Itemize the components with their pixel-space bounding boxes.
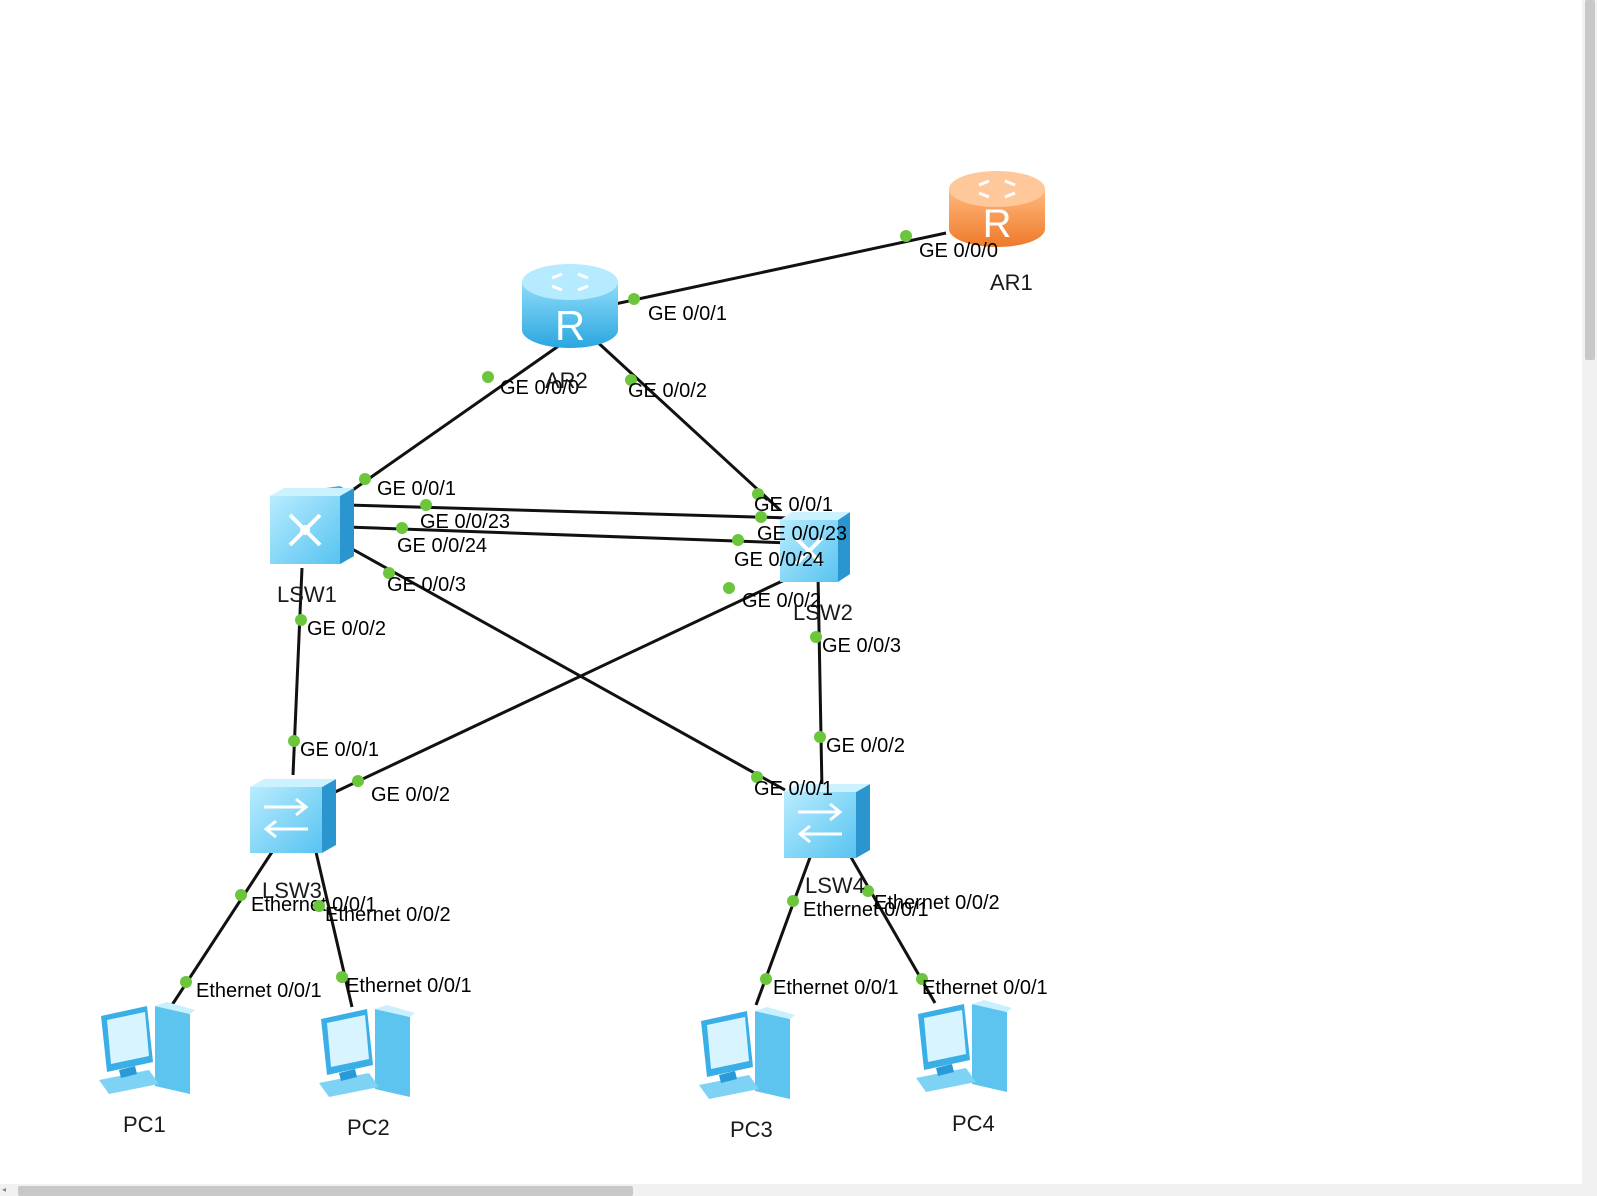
scroll-left-arrow-icon[interactable]: ◂ bbox=[2, 1185, 7, 1194]
port-label-lsw3: Ethernet 0/0/2 bbox=[325, 904, 451, 926]
port-dot-lsw3[interactable] bbox=[313, 900, 325, 912]
port-dot-pc2[interactable] bbox=[336, 971, 348, 983]
device-label-pc1: PC1 bbox=[123, 1112, 166, 1137]
device-labels-layer: AR1 AR2 LSW1 LSW2 LSW3 LSW4 PC1 PC2 PC3 … bbox=[123, 270, 1033, 1142]
port-dot-lsw2[interactable] bbox=[755, 511, 767, 523]
port-label-lsw4: GE 0/0/1 bbox=[754, 778, 833, 800]
device-label-lsw3: LSW3 bbox=[262, 878, 322, 903]
port-dot-lsw4[interactable] bbox=[751, 771, 763, 783]
pc-icon-pc2[interactable] bbox=[319, 1005, 415, 1097]
pc-icon-pc3[interactable] bbox=[699, 1007, 795, 1099]
link-lsw1-lsw2[interactable] bbox=[346, 503, 791, 520]
port-dot-ar2[interactable] bbox=[625, 374, 637, 386]
port-dot-pc1[interactable] bbox=[180, 976, 192, 988]
port-label-lsw1: GE 0/0/3 bbox=[387, 574, 466, 596]
port-dot-lsw3[interactable] bbox=[288, 735, 300, 747]
device-label-ar2: AR2 bbox=[545, 368, 588, 393]
svg-text:R: R bbox=[983, 202, 1012, 246]
device-label-lsw2: LSW2 bbox=[793, 600, 853, 625]
port-dot-lsw4[interactable] bbox=[787, 895, 799, 907]
switch-icon-lsw1[interactable] bbox=[270, 486, 354, 564]
port-label-lsw1: GE 0/0/2 bbox=[307, 618, 386, 640]
port-dot-lsw2[interactable] bbox=[723, 582, 735, 594]
port-dot-ar2[interactable] bbox=[482, 371, 494, 383]
link-lsw2-lsw4[interactable] bbox=[816, 574, 824, 791]
port-dot-lsw1[interactable] bbox=[295, 614, 307, 626]
svg-text:R: R bbox=[555, 302, 585, 349]
port-label-lsw3: GE 0/0/1 bbox=[300, 739, 379, 761]
port-dot-lsw2[interactable] bbox=[752, 488, 764, 500]
router-icon-ar1[interactable]: R bbox=[949, 171, 1045, 247]
device-label-pc4: PC4 bbox=[952, 1111, 995, 1136]
link-ar2-lsw2[interactable] bbox=[591, 336, 782, 512]
link-ar2-lsw1[interactable] bbox=[346, 336, 571, 496]
port-dot-lsw1[interactable] bbox=[359, 473, 371, 485]
port-label-ar2: GE 0/0/2 bbox=[628, 380, 707, 402]
horizontal-scrollbar-thumb[interactable] bbox=[18, 1186, 633, 1196]
link-lsw2-lsw3[interactable] bbox=[332, 573, 796, 795]
pc-icon-pc1[interactable] bbox=[99, 1002, 195, 1094]
port-label-pc2: Ethernet 0/0/1 bbox=[346, 975, 472, 997]
device-label-lsw1: LSW1 bbox=[277, 582, 337, 607]
port-dot-lsw1[interactable] bbox=[420, 499, 432, 511]
device-label-pc2: PC2 bbox=[347, 1115, 390, 1140]
port-dot-lsw2[interactable] bbox=[732, 534, 744, 546]
port-label-lsw2: GE 0/0/2 bbox=[742, 590, 821, 612]
link-lsw1-lsw4[interactable] bbox=[344, 543, 786, 792]
port-label-lsw2: GE 0/0/24 bbox=[734, 549, 824, 571]
port-labels-layer: GE 0/0/0 GE 0/0/1 GE 0/0/0 GE 0/0/1 GE 0/0/2… bbox=[180, 230, 1048, 1002]
port-label-ar1: GE 0/0/0 bbox=[919, 240, 998, 262]
port-dot-lsw3[interactable] bbox=[352, 775, 364, 787]
switch-icon-lsw4[interactable] bbox=[784, 784, 870, 858]
port-label-lsw2: GE 0/0/23 bbox=[757, 523, 847, 545]
port-dot-lsw4[interactable] bbox=[862, 885, 874, 897]
port-label-pc1: Ethernet 0/0/1 bbox=[196, 980, 322, 1002]
device-label-lsw4: LSW4 bbox=[805, 873, 865, 898]
port-dot-lsw2[interactable] bbox=[810, 631, 822, 643]
port-dot-lsw4[interactable] bbox=[814, 731, 826, 743]
port-dot-lsw1[interactable] bbox=[383, 567, 395, 579]
switch-icon-lsw2[interactable] bbox=[780, 512, 850, 582]
port-label-lsw3: GE 0/0/2 bbox=[371, 784, 450, 806]
port-label-pc4: Ethernet 0/0/1 bbox=[922, 977, 1048, 999]
vertical-scrollbar-thumb[interactable] bbox=[1585, 0, 1595, 360]
port-label-ar2: GE 0/0/1 bbox=[648, 303, 727, 325]
switch-icon-lsw3[interactable] bbox=[250, 779, 336, 853]
pc-icon-pc4[interactable] bbox=[916, 1000, 1012, 1092]
port-dot-lsw1[interactable] bbox=[396, 522, 408, 534]
port-label-lsw2: GE 0/0/1 bbox=[754, 494, 833, 516]
port-dot-pc4[interactable] bbox=[916, 973, 928, 985]
device-label-pc3: PC3 bbox=[730, 1117, 773, 1142]
port-label-ar2: GE 0/0/0 bbox=[500, 377, 579, 399]
devices-layer: R R bbox=[99, 171, 1045, 1099]
port-label-lsw4: Ethernet 0/0/2 bbox=[874, 892, 1000, 914]
link-lsw1-lsw2[interactable] bbox=[346, 525, 791, 545]
port-label-lsw4: GE 0/0/2 bbox=[826, 735, 905, 757]
port-dot-ar2[interactable] bbox=[628, 293, 640, 305]
router-icon-ar2[interactable]: R bbox=[522, 264, 618, 349]
port-label-lsw4: Ethernet 0/0/1 bbox=[803, 899, 929, 921]
port-dot-lsw3[interactable] bbox=[235, 889, 247, 901]
port-dot-pc3[interactable] bbox=[760, 973, 772, 985]
port-label-lsw1: GE 0/0/1 bbox=[377, 478, 456, 500]
link-ar1-ar2[interactable] bbox=[614, 231, 947, 306]
port-label-lsw2: GE 0/0/3 bbox=[822, 635, 901, 657]
port-label-pc3: Ethernet 0/0/1 bbox=[773, 977, 899, 999]
port-dot-ar1[interactable] bbox=[900, 230, 912, 242]
port-label-lsw1: GE 0/0/23 bbox=[420, 511, 510, 533]
device-label-ar1: AR1 bbox=[990, 270, 1033, 295]
port-label-lsw1: GE 0/0/24 bbox=[397, 535, 487, 557]
